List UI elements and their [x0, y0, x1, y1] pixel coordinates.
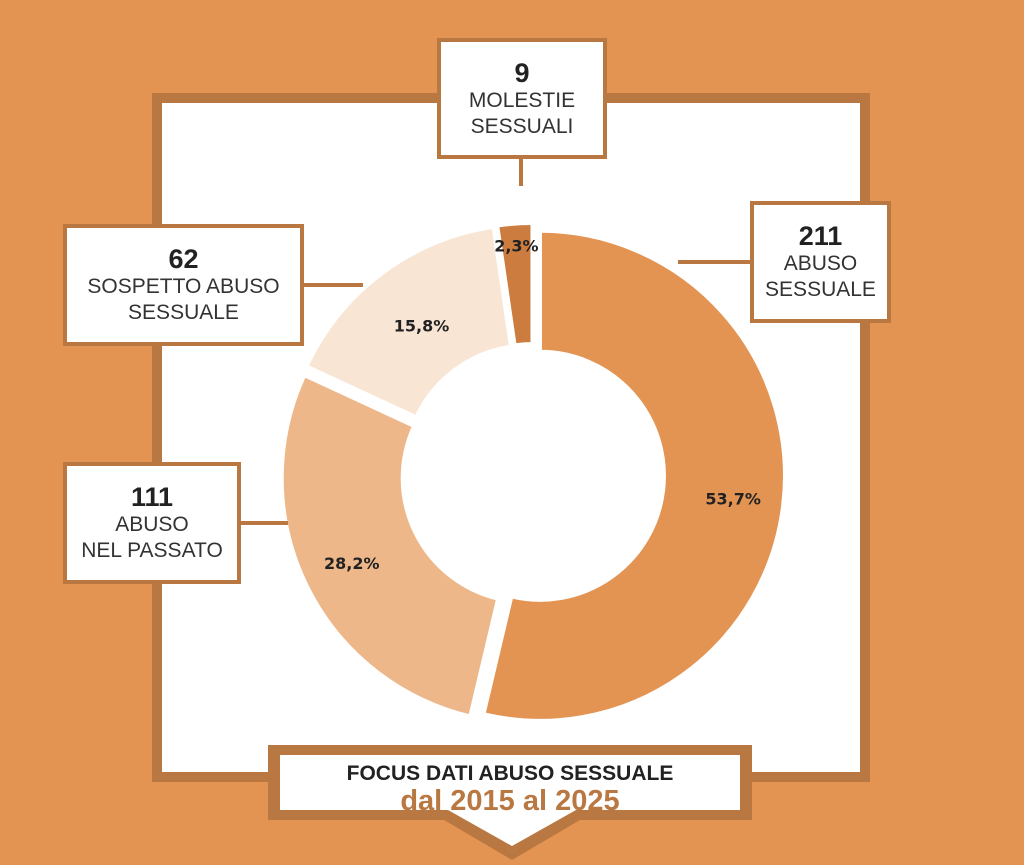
connector-passato	[240, 521, 288, 525]
connector-sospetto	[303, 283, 363, 287]
banner-inner	[280, 755, 740, 846]
label-line: ABUSO	[783, 252, 858, 275]
chart-subtitle: dal 2015 al 2025	[400, 785, 620, 817]
slice-molestie-sessuali	[494, 221, 535, 348]
label-line: NEL PASSATO	[81, 539, 223, 562]
connector-abuso	[678, 260, 750, 264]
count: 111	[130, 482, 174, 512]
count: 9	[514, 57, 530, 88]
slice-abuso-sessuale	[481, 228, 787, 723]
count: 62	[168, 244, 199, 274]
label-box-abuso: 211 ABUSO SESSUALE	[750, 201, 891, 323]
label-box-passato: 111 ABUSO NEL PASSATO	[63, 462, 241, 584]
label-box-sospetto: 62 SOSPETTO ABUSO SESSUALE	[63, 224, 304, 346]
label-box-molestie: 9 MOLESTIE SESSUALI	[437, 38, 607, 159]
data-label: 15,8%	[394, 317, 450, 336]
label-line: SESSUALE	[128, 301, 239, 324]
label-line: SESSUALE	[765, 278, 876, 301]
label-line: MOLESTIE	[468, 88, 576, 112]
label-line: SESSUALI	[470, 114, 574, 138]
connector-molestie	[519, 158, 523, 186]
label-line: ABUSO	[115, 513, 189, 536]
data-label: 53,7%	[705, 489, 761, 508]
label-line: SOSPETTO ABUSO	[87, 275, 280, 298]
chart-title: FOCUS DATI ABUSO SESSUALE	[346, 762, 674, 785]
data-label: 2,3%	[494, 237, 538, 256]
count: 211	[798, 221, 843, 251]
slice-sospetto-abuso-sessuale	[303, 224, 514, 420]
data-label: 28,2%	[324, 554, 380, 573]
slice-abuso-nel-passato	[279, 372, 501, 719]
